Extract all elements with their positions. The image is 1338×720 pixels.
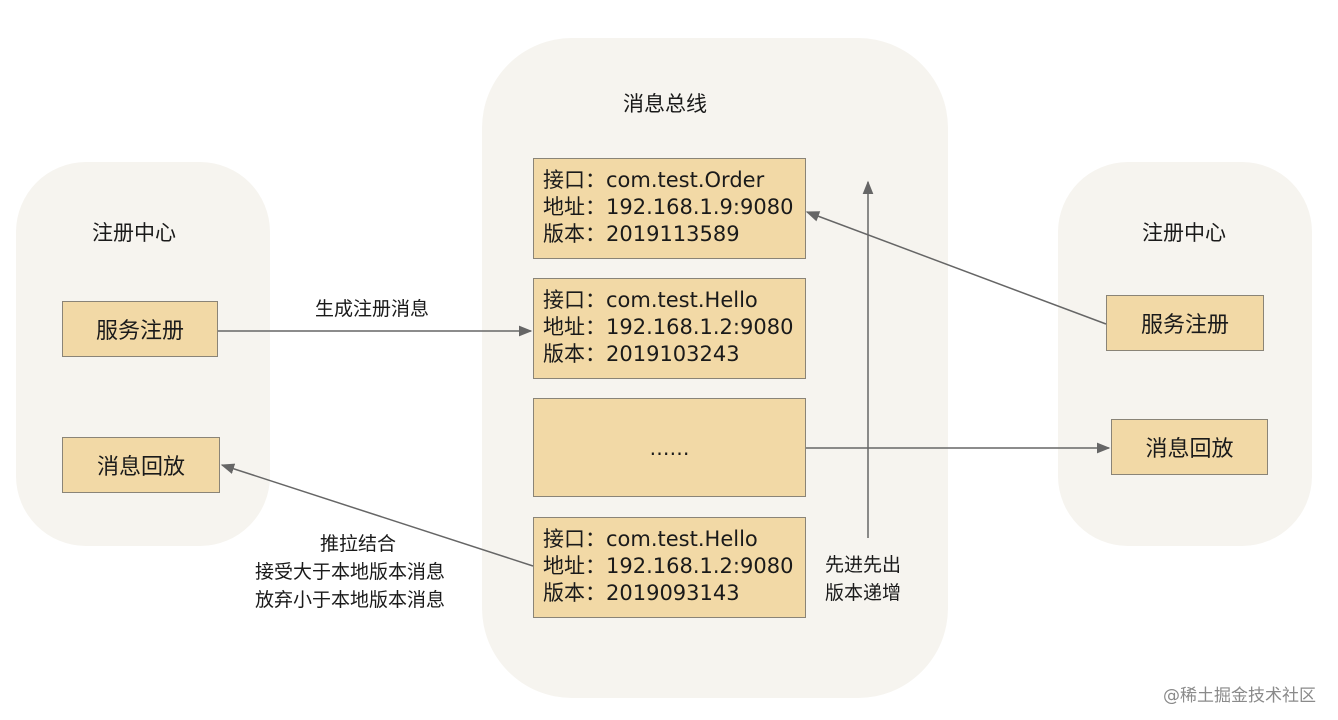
generate-message-label: 生成注册消息 [315,298,430,320]
right-registry-title: 注册中心 [1142,221,1226,245]
message-bus-title: 消息总线 [623,92,707,116]
push-pull-label-line-1: 推拉结合 [320,533,397,555]
push-pull-label-line-2: 接受大于本地版本消息 [255,561,446,583]
message-box: 接口：com.test.Hello 地址：192.168.1.2:9080 版本… [533,517,806,618]
left-registry-title: 注册中心 [92,221,176,245]
arrow-push-pull [220,463,534,567]
left-service-register-box: 服务注册 [62,301,218,357]
right-service-register-box: 服务注册 [1106,295,1264,351]
message-ellipsis-box: …… [533,398,806,497]
arrow-right-register [805,211,1107,325]
right-message-replay-box: 消息回放 [1111,419,1268,475]
message-version: 版本：2019093143 [543,581,740,605]
message-box: 接口：com.test.Order 地址：192.168.1.9:9080 版本… [533,158,806,259]
message-address: 地址：192.168.1.2:9080 [543,315,794,339]
fifo-label-line-2: 版本递增 [825,582,902,604]
push-pull-label-line-3: 放弃小于本地版本消息 [255,589,446,611]
message-box: 接口：com.test.Hello 地址：192.168.1.2:9080 版本… [533,278,806,379]
message-version: 版本：2019113589 [543,222,740,246]
left-message-replay-box: 消息回放 [62,437,220,493]
right-registry-panel [1058,162,1312,546]
message-interface: 接口：com.test.Order [543,168,765,192]
message-interface: 接口：com.test.Hello [543,527,758,551]
watermark: @稀土掘金技术社区 [1163,686,1316,706]
message-address: 地址：192.168.1.2:9080 [543,554,794,578]
message-address: 地址：192.168.1.9:9080 [543,195,794,219]
message-version: 版本：2019103243 [543,342,740,366]
message-interface: 接口：com.test.Hello [543,288,758,312]
fifo-label-line-1: 先进先出 [825,554,902,576]
